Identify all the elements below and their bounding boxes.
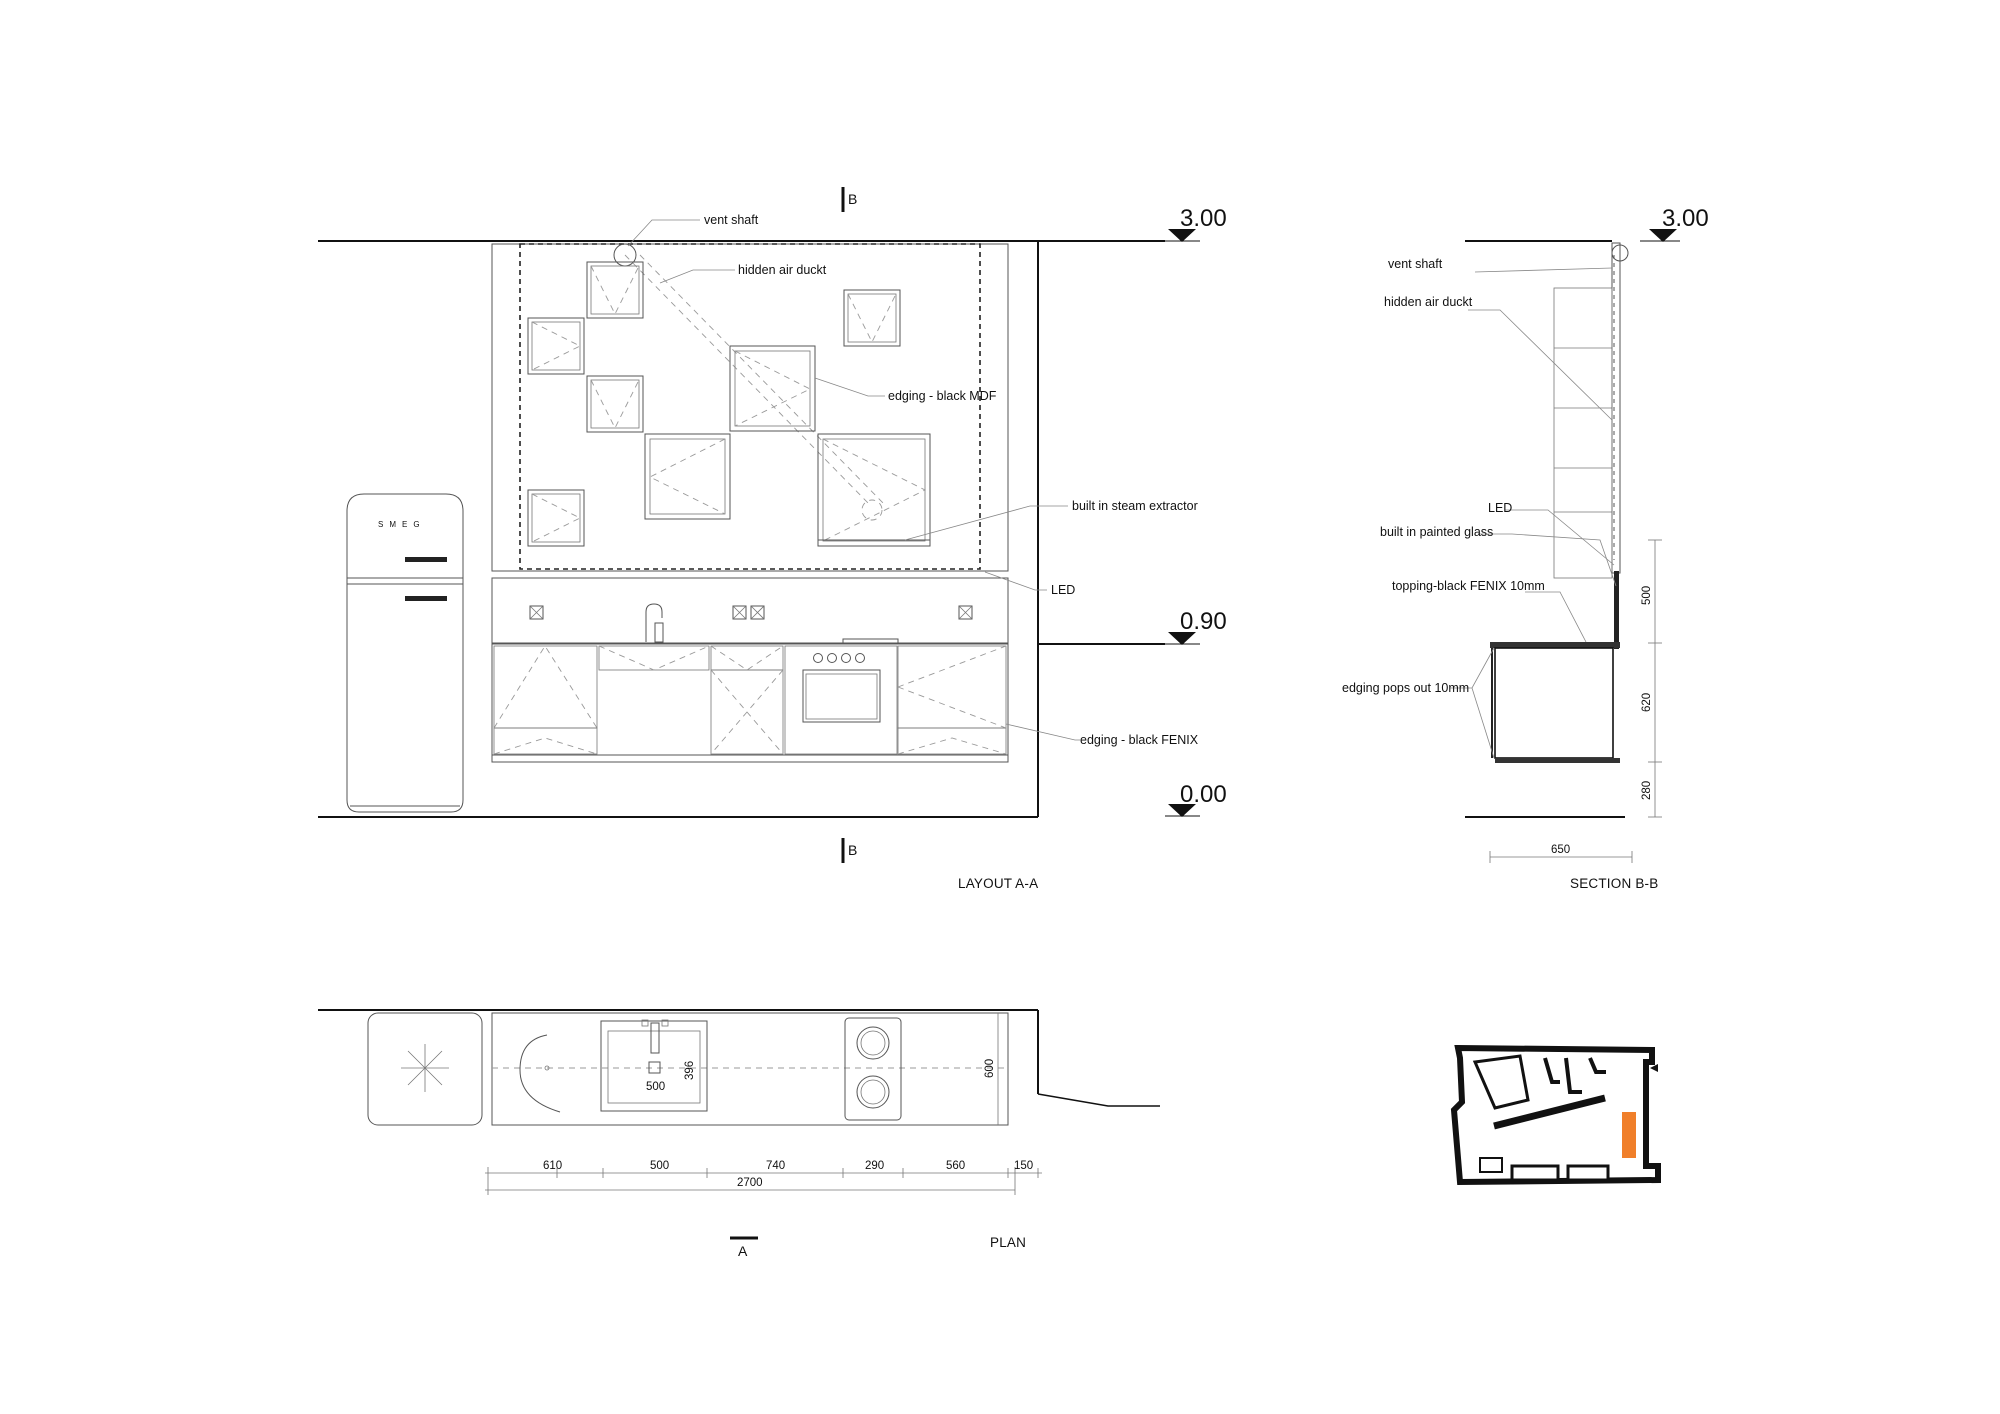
sockets	[529, 605, 973, 620]
label-hidden-air-duct: hidden air duckt	[738, 263, 827, 277]
section-level-top-label: 3.00	[1662, 205, 1709, 232]
wall-shelves	[527, 261, 931, 547]
fridge-top-symbol	[401, 1044, 449, 1092]
section-marker-top: B	[841, 187, 857, 212]
base-cabinets	[491, 643, 1009, 763]
layout-elevation: B B 3.00 0.90 0.00	[318, 187, 1227, 891]
label-vent-shaft: vent shaft	[704, 213, 759, 227]
plan-seg-2: 500	[650, 1160, 669, 1172]
leaders-layout	[627, 219, 1080, 741]
extractor-circle	[861, 499, 883, 521]
section-label-painted-glass: built in painted glass	[1380, 525, 1493, 539]
plan-seg-5: 560	[946, 1160, 965, 1172]
section-label-topping: topping-black FENIX 10mm	[1392, 579, 1545, 593]
leaders-section	[1450, 267, 1617, 759]
plan-view: 500 396 600 610 500 740 290 560	[318, 1009, 1160, 1259]
door-swing	[519, 1034, 561, 1113]
section-marker-top-label: B	[848, 191, 857, 207]
section-label-hidden-air-duct: hidden air duckt	[1384, 295, 1473, 309]
level-counter-label: 0.90	[1180, 608, 1227, 635]
tap-icon	[645, 603, 663, 642]
backsplash	[491, 577, 1009, 644]
label-steam-extractor: built in steam extractor	[1072, 499, 1198, 513]
caption-section: SECTION B-B	[1570, 876, 1658, 891]
back-panel	[491, 243, 1009, 572]
section-marker-bottom-label: B	[848, 842, 857, 858]
key-plan-highlight	[1622, 1112, 1636, 1158]
fridge-top	[367, 1012, 483, 1126]
section-marker-bottom: B	[841, 838, 857, 863]
caption-layout: LAYOUT A-A	[958, 876, 1038, 891]
dim-lower: 280	[1641, 781, 1653, 800]
section-label-edging-pops: edging pops out 10mm	[1342, 681, 1469, 695]
level-top-label: 3.00	[1180, 205, 1227, 232]
caption-plan: PLAN	[990, 1235, 1026, 1250]
key-plan	[1450, 1044, 1661, 1186]
plan-seg-3: 740	[766, 1160, 785, 1172]
dim-depth: 650	[1551, 844, 1570, 856]
fridge-brand: SMEG	[378, 520, 426, 529]
section-label-led: LED	[1488, 501, 1512, 515]
plan-counter-depth: 600	[984, 1059, 996, 1078]
hidden-frame	[519, 243, 981, 570]
label-edging-fenix: edging - black FENIX	[1080, 733, 1199, 747]
hob	[844, 1017, 902, 1121]
counter-plan	[491, 1012, 1009, 1126]
plan-total: 2700	[737, 1177, 763, 1189]
section-marker-a-label: A	[738, 1243, 748, 1259]
plan-sink-width: 500	[646, 1081, 665, 1093]
section-level-marker: 3.00	[1640, 205, 1709, 242]
dim-upper: 500	[1641, 586, 1653, 605]
level-marker-floor: 0.00	[1165, 781, 1227, 817]
oven	[802, 638, 899, 723]
plan-sink-depth: 396	[684, 1061, 696, 1080]
plan-seg-1: 610	[543, 1160, 562, 1172]
plan-seg-6: 150	[1014, 1160, 1033, 1172]
section-view: 3.00 500 620 280 650	[1342, 205, 1709, 891]
level-marker-top: 3.00	[1165, 205, 1227, 242]
label-edging-mdf: edging - black MDF	[888, 389, 997, 403]
level-marker-counter: 0.90	[1165, 608, 1227, 645]
plan-dim-chain	[485, 1167, 1042, 1195]
cabinet-doors	[493, 645, 1007, 755]
label-led: LED	[1051, 583, 1075, 597]
level-floor-label: 0.00	[1180, 781, 1227, 808]
fridge: SMEG	[346, 493, 464, 813]
section-label-vent-shaft: vent shaft	[1388, 257, 1443, 271]
dim-middle: 620	[1641, 693, 1653, 712]
plan-seg-4: 290	[865, 1160, 884, 1172]
section-dims: 500 620 280 650	[1489, 539, 1662, 863]
section-marker-a: A	[730, 1236, 758, 1259]
sink	[600, 1020, 708, 1112]
